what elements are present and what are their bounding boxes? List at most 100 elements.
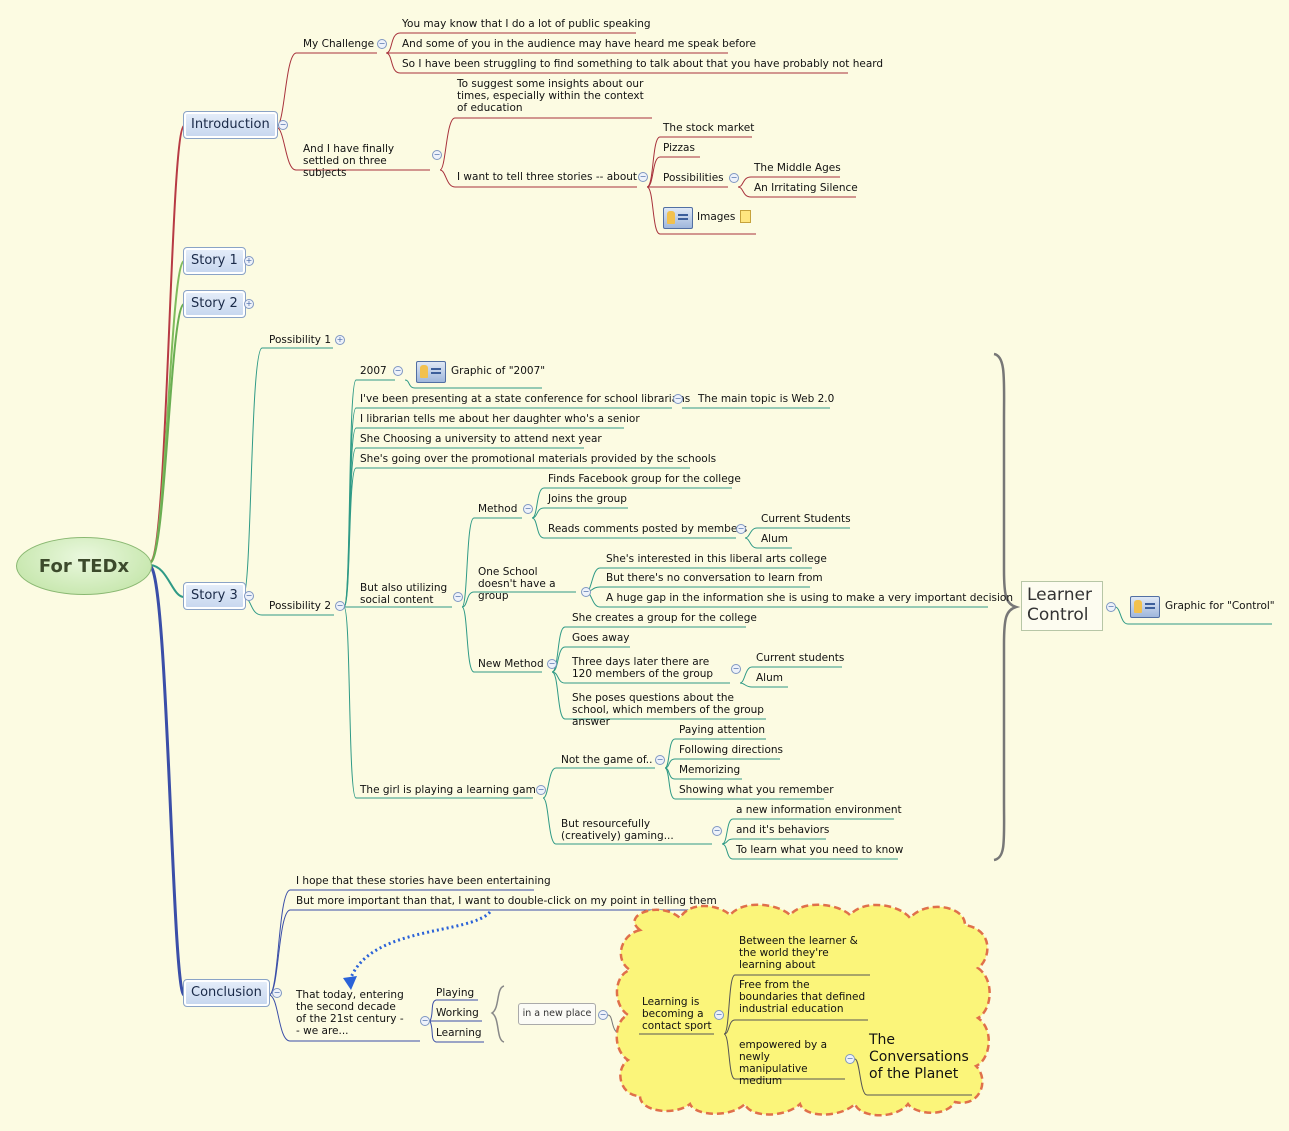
new-method-node[interactable]: New Method — [478, 658, 544, 670]
hope-node[interactable]: I hope that these stories have been ente… — [296, 875, 551, 887]
three-stories-node[interactable]: I want to tell three stories -- about — [457, 171, 638, 183]
middle-ages-node[interactable]: The Middle Ages — [754, 162, 841, 174]
one-school-item[interactable]: A huge gap in the information she is usi… — [606, 592, 1014, 604]
poses-questions-node[interactable]: She poses questions about the school, wh… — [572, 692, 764, 728]
activity-playing[interactable]: Playing — [436, 987, 475, 999]
current-students-node[interactable]: Current Students — [761, 513, 851, 525]
activity-working[interactable]: Working — [436, 1007, 479, 1019]
collapse-resourcefully-icon[interactable]: − — [712, 826, 722, 836]
contact-sport-node[interactable]: Learning is becoming a contact sport — [642, 996, 712, 1032]
conversations-node[interactable]: The Conversations of the Planet — [869, 1032, 969, 1082]
graphic-2007-node[interactable]: Graphic of "2007" — [451, 365, 546, 377]
cloud-item[interactable]: Free from the boundaries that defined in… — [739, 979, 866, 1015]
challenge-item[interactable]: So I have been struggling to find someth… — [402, 58, 884, 70]
possibility-1-node[interactable]: Possibility 1 — [269, 334, 332, 346]
collapse-three-stories-icon[interactable]: − — [638, 172, 648, 182]
not-game-item[interactable]: Memorizing — [679, 764, 741, 776]
going-over-node[interactable]: She's going over the promotional materia… — [360, 453, 717, 465]
collapse-new-method-icon[interactable]: − — [547, 659, 557, 669]
collapse-one-school-icon[interactable]: − — [581, 587, 591, 597]
collapse-my-challenge-icon[interactable]: − — [377, 39, 387, 49]
collapse-contact-sport-icon[interactable]: − — [714, 1010, 724, 1020]
today-node[interactable]: That today, entering the second decade o… — [296, 989, 404, 1037]
resourcefully-node[interactable]: But resourcefully (creatively) gaming... — [561, 818, 674, 842]
one-school-node[interactable]: One School doesn't have a group — [478, 566, 556, 602]
resourcefully-item[interactable]: a new information environment — [736, 804, 902, 816]
topic-conclusion[interactable]: Conclusion — [183, 979, 270, 1007]
not-game-item[interactable]: Following directions — [679, 744, 783, 756]
my-challenge-node[interactable]: My Challenge — [303, 38, 375, 50]
choosing-node[interactable]: She Choosing a university to attend next… — [360, 433, 602, 445]
topic-story-2[interactable]: Story 2 — [183, 290, 246, 318]
images-node[interactable]: Images — [697, 211, 736, 223]
one-school-item[interactable]: She's interested in this liberal arts co… — [606, 553, 827, 565]
suggest-insights-node[interactable]: To suggest some insights about our times… — [457, 78, 644, 114]
activity-learning[interactable]: Learning — [436, 1027, 482, 1039]
new-place-node[interactable]: in a new place — [518, 1003, 596, 1025]
not-game-item[interactable]: Paying attention — [679, 724, 765, 736]
resourcefully-item[interactable]: and it's behaviors — [736, 824, 830, 836]
collapse-introduction-icon[interactable]: − — [278, 120, 288, 130]
collapse-presenting-icon[interactable]: − — [673, 394, 683, 404]
year-2007-node[interactable]: 2007 — [360, 365, 387, 377]
alum-node[interactable]: Alum — [756, 672, 783, 684]
presenting-node[interactable]: I've been presenting at a state conferen… — [360, 393, 691, 405]
possibilities-node[interactable]: Possibilities — [663, 172, 724, 184]
creates-group-node[interactable]: She creates a group for the college — [572, 612, 757, 624]
stock-market-node[interactable]: The stock market — [663, 122, 755, 134]
topic-story-1[interactable]: Story 1 — [183, 247, 246, 275]
not-the-game-node[interactable]: Not the game of.. — [561, 754, 653, 766]
collapse-empowered-icon[interactable]: − — [845, 1054, 855, 1064]
note-icon[interactable] — [740, 210, 751, 223]
learning-game-node[interactable]: The girl is playing a learning game — [360, 784, 543, 796]
image-icon — [1130, 596, 1160, 618]
collapse-possibility-2-icon[interactable]: − — [335, 601, 345, 611]
collapse-three-days-icon[interactable]: − — [731, 664, 741, 674]
collapse-story-3-icon[interactable]: − — [244, 591, 254, 601]
irritating-silence-node[interactable]: An Irritating Silence — [754, 182, 858, 194]
collapse-learning-game-icon[interactable]: − — [536, 785, 546, 795]
social-content-node[interactable]: But also utilizing social content — [360, 582, 448, 606]
cloud-item[interactable]: Between the learner & the world they're … — [739, 935, 858, 971]
collapse-method-icon[interactable]: − — [523, 504, 533, 514]
resourcefully-item[interactable]: To learn what you need to know — [736, 844, 904, 856]
possibility-2-node[interactable]: Possibility 2 — [269, 600, 332, 612]
settled-node[interactable]: And I have finally settled on three subj… — [303, 143, 395, 179]
collapse-new-place-icon[interactable]: − — [598, 1010, 608, 1020]
alum-node[interactable]: Alum — [761, 533, 788, 545]
collapse-not-game-icon[interactable]: − — [655, 755, 665, 765]
learner-control-node[interactable]: Learner Control — [1021, 581, 1103, 631]
challenge-item[interactable]: And some of you in the audience may have… — [402, 38, 756, 50]
joins-group-node[interactable]: Joins the group — [548, 493, 627, 505]
collapse-conclusion-icon[interactable]: − — [272, 988, 282, 998]
collapse-social-icon[interactable]: − — [453, 592, 463, 602]
root-node[interactable]: For TEDx — [16, 537, 152, 595]
not-game-item[interactable]: Showing what you remember — [679, 784, 834, 796]
method-node[interactable]: Method — [478, 503, 518, 515]
reads-comments-node[interactable]: Reads comments posted by members — [548, 523, 748, 535]
collapse-settled-icon[interactable]: − — [432, 150, 442, 160]
pizzas-node[interactable]: Pizzas — [663, 142, 695, 154]
expand-story-1-icon[interactable]: + — [244, 256, 254, 266]
expand-story-2-icon[interactable]: + — [244, 299, 254, 309]
collapse-today-icon[interactable]: − — [420, 1016, 430, 1026]
collapse-reads-icon[interactable]: − — [736, 524, 746, 534]
three-days-node[interactable]: Three days later there are 120 members o… — [572, 656, 714, 680]
collapse-2007-icon[interactable]: − — [393, 366, 403, 376]
collapse-possibilities-icon[interactable]: − — [729, 173, 739, 183]
expand-possibility-1-icon[interactable]: + — [335, 335, 345, 345]
collapse-learner-control-icon[interactable]: − — [1106, 602, 1116, 612]
goes-away-node[interactable]: Goes away — [572, 632, 630, 644]
topic-introduction[interactable]: Introduction — [183, 111, 278, 139]
graphic-control-node[interactable]: Graphic for "Control" — [1165, 600, 1275, 612]
one-school-item[interactable]: But there's no conversation to learn fro… — [606, 572, 823, 584]
topic-story-3[interactable]: Story 3 — [183, 582, 246, 610]
main-topic-node[interactable]: The main topic is Web 2.0 — [698, 393, 835, 405]
cloud-item[interactable]: empowered by a newly manipulative medium — [739, 1039, 828, 1087]
more-important-node[interactable]: But more important than that, I want to … — [296, 895, 717, 907]
finds-facebook-node[interactable]: Finds Facebook group for the college — [548, 473, 741, 485]
current-students-node[interactable]: Current students — [756, 652, 845, 664]
librarian-node[interactable]: I librarian tells me about her daughter … — [360, 413, 640, 425]
challenge-item[interactable]: You may know that I do a lot of public s… — [402, 18, 651, 30]
